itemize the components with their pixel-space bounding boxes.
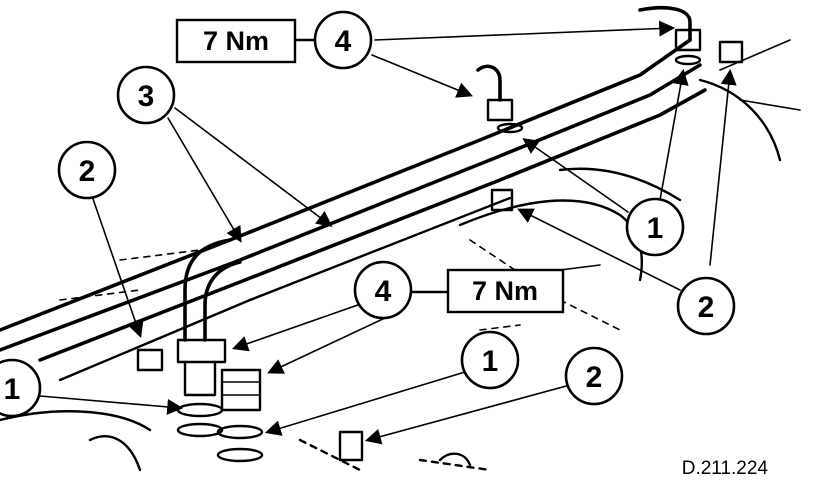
leader-4-mid-b xyxy=(267,317,386,374)
leader-4-top-a xyxy=(374,20,676,41)
leader-2-right-mid-b xyxy=(709,68,737,266)
callout-1-right-mid: 1 xyxy=(625,197,685,257)
diagram-reference: D.211.224 xyxy=(682,458,769,479)
svg-text:2: 2 xyxy=(698,291,715,324)
leader-2-bottom xyxy=(364,384,571,445)
leader-2-left xyxy=(91,195,144,339)
callout-2-right-mid: 2 xyxy=(676,276,736,336)
torque-label-top: 7 Nm xyxy=(175,18,297,64)
callout-1-bottom: 1 xyxy=(460,330,520,390)
leader-lines xyxy=(39,20,737,445)
torque-mid-text: 7 Nm xyxy=(472,276,538,306)
svg-text:1: 1 xyxy=(4,373,21,406)
callout-4-mid: 4 xyxy=(353,260,413,320)
callout-2-left: 2 xyxy=(57,140,117,200)
callout-2-bottom: 2 xyxy=(564,346,624,406)
svg-text:4: 4 xyxy=(375,275,392,308)
leader-4-top-b xyxy=(371,54,473,98)
svg-text:2: 2 xyxy=(79,155,96,188)
callout-4-top: 4 xyxy=(313,10,373,70)
callout-3: 3 xyxy=(116,65,176,125)
leader-1-bottom xyxy=(264,371,466,436)
svg-text:1: 1 xyxy=(482,345,499,378)
svg-text:4: 4 xyxy=(335,25,352,58)
leader-4-mid-a xyxy=(231,299,373,352)
leader-2-right-mid-a xyxy=(517,208,681,291)
leader-1-right-mid-b xyxy=(659,68,689,201)
torque-label-mid: 7 Nm xyxy=(446,268,565,314)
leader-1-left xyxy=(39,395,184,415)
callout-1-left: 1 xyxy=(0,358,42,418)
svg-text:1: 1 xyxy=(647,212,664,245)
leader-3-b xyxy=(174,107,333,227)
leader-3-a xyxy=(167,117,242,243)
leader-1-right-mid-a xyxy=(522,138,629,213)
torque-top-text: 7 Nm xyxy=(203,26,269,56)
svg-text:3: 3 xyxy=(138,80,155,113)
svg-text:2: 2 xyxy=(586,361,603,394)
